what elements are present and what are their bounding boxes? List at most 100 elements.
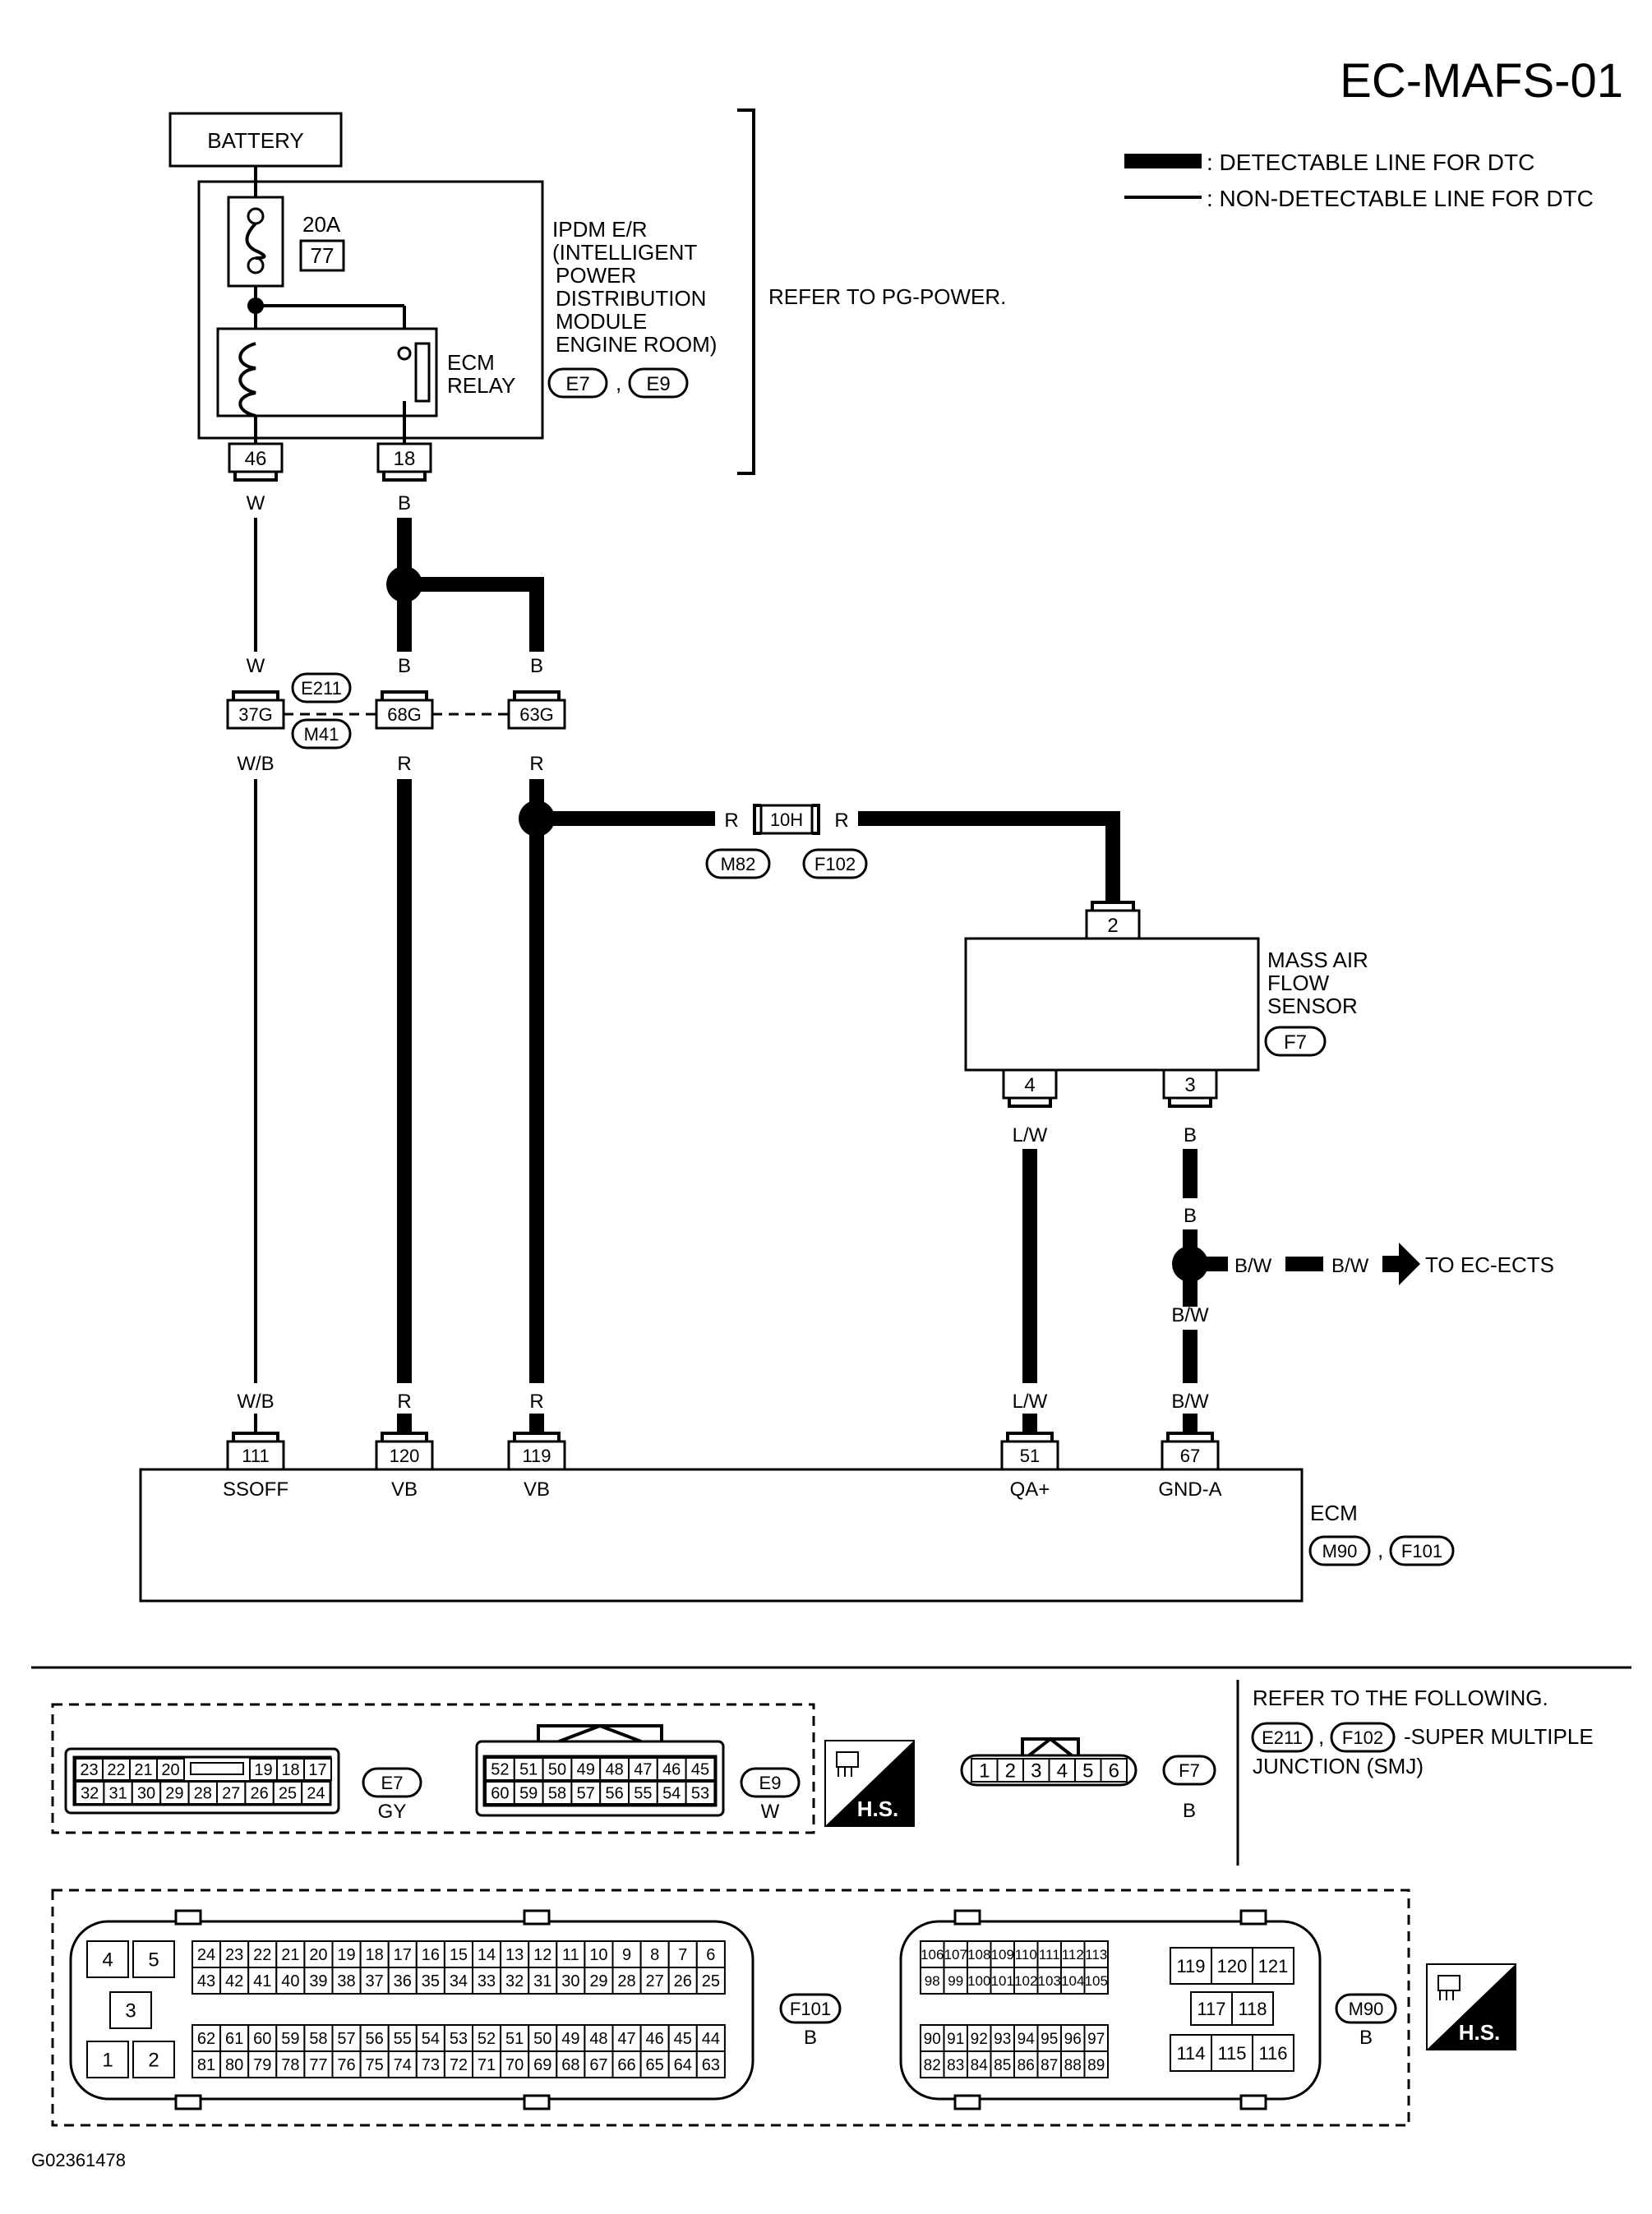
f101-color: B [804, 2027, 817, 2049]
connector-pin-number: 103 [1038, 1973, 1061, 1989]
refer-conn2: F102 [1342, 1727, 1383, 1748]
maf-conn: F7 [1284, 1031, 1307, 1054]
connector-pin-cell [472, 1967, 502, 1995]
ipdm-conn2: E9 [646, 373, 670, 395]
connector-pin-number: 119 [1176, 1956, 1205, 1976]
connector-pin-number: 27 [646, 1972, 664, 1990]
connector-pin-number: 22 [107, 1761, 125, 1779]
connector-pin-number: 60 [253, 2030, 271, 2048]
connector-pin-number: 98 [925, 1973, 940, 1989]
pin-68g: 68G [375, 690, 434, 730]
ecm-term-111: SSOFF [223, 1478, 288, 1501]
connector-pin-number: 8 [650, 1946, 659, 1964]
connector-pin-number: 107 [944, 1947, 967, 1963]
ecm-conn1: M90 [1322, 1541, 1358, 1561]
connector-pin-number: 120 [1217, 1956, 1248, 1976]
connector-pin-number: 109 [991, 1947, 1014, 1963]
connector-pin-number: 113 [1085, 1947, 1107, 1963]
connector-pin-cell [1083, 1967, 1109, 1995]
connector-pin-number: 118 [1238, 1999, 1267, 2019]
connector-pin-number: 27 [222, 1785, 240, 1803]
refer-following-line3: JUNCTION (SMJ) [1253, 1754, 1424, 1778]
connector-pin-cell [387, 1940, 418, 1968]
ecm-conn1-badge [1308, 1535, 1371, 1566]
legend-detectable: : DETECTABLE LINE FOR DTC [1207, 150, 1534, 175]
wire-label: B/W [1171, 1304, 1209, 1326]
connector-pin-cell [556, 1967, 586, 1995]
connector-pin-number: 14 [478, 1946, 496, 1964]
connector-pin-cell [443, 2050, 474, 2078]
connector-pin-number: 52 [491, 1761, 509, 1779]
connector-pin-number: 26 [674, 1972, 692, 1990]
connector-pin-cell [528, 2024, 558, 2052]
connector-pin-cell [943, 1967, 968, 1995]
connector-pin-cell [695, 2050, 726, 2078]
battery-label: BATTERY [207, 128, 304, 153]
pin-46: 46 [228, 442, 284, 482]
connector-pin-number: 59 [281, 2030, 299, 2048]
pin-3: 3 [1162, 1068, 1218, 1108]
connector-pin-number: 13 [505, 1946, 524, 1964]
connector-pin-cell [415, 1940, 445, 1968]
connector-pin-number: 74 [394, 2056, 412, 2074]
connector-pin-number: 39 [309, 1972, 327, 1990]
connector-pin-number: 10 [589, 1946, 607, 1964]
connector-pin-cell [109, 1991, 152, 2029]
connector-pin-number: 18 [366, 1946, 384, 1964]
svg-text:18: 18 [394, 448, 416, 470]
connector-pin-number: 21 [134, 1761, 152, 1779]
connector-pin-number: 56 [605, 1785, 623, 1803]
connector-pin-cell [1048, 1758, 1076, 1783]
wire-label: B/W [1331, 1255, 1369, 1277]
connector-pin-cell [1100, 1758, 1128, 1783]
connector-pin-cell [1013, 2050, 1039, 2078]
pin-10h: 10H [753, 804, 820, 835]
e7-id: E7 [381, 1773, 404, 1793]
connector-pin-number: 21 [281, 1946, 299, 1964]
connector-pin-number: 20 [309, 1946, 327, 1964]
wire-label: B/W [1171, 1391, 1209, 1413]
connector-pin-cell [1170, 1947, 1212, 1985]
pin-119: 119 [507, 1432, 566, 1471]
wire-label: R [397, 753, 411, 775]
fuse-number: 77 [311, 243, 335, 268]
conn-f102-badge [802, 848, 868, 879]
maf-line3: SENSOR [1267, 994, 1358, 1018]
connector-pin-number: 17 [394, 1946, 412, 1964]
connector-pin-cell [656, 1757, 687, 1781]
connector-pin-number: 2 [1005, 1760, 1016, 1783]
arrow-right-icon [1382, 1243, 1420, 1285]
connector-pin-cell [990, 1967, 1015, 1995]
connector-pin-cell [86, 1940, 129, 1978]
connector-pin-cell [656, 1781, 687, 1805]
m90-badge [1335, 1993, 1397, 2024]
maf-line1: MASS AIR [1267, 948, 1368, 972]
page-title: EC-MAFS-01 [1340, 54, 1623, 108]
connector-pin-number: 66 [617, 2056, 635, 2074]
pin-18: 18 [376, 442, 432, 482]
connector-pin-number: 22 [253, 1946, 271, 1964]
to-ec-ects: TO EC-ECTS [1425, 1252, 1554, 1277]
connector-pin-number: 26 [250, 1785, 268, 1803]
ecm-term-120: VB [391, 1478, 418, 1501]
wire-label: W [247, 655, 265, 677]
connector-pin-cell [611, 1967, 642, 1995]
m90-color: B [1359, 2027, 1373, 2049]
connector-pin-number: 57 [337, 2030, 355, 2048]
connector-pin-cell [216, 1781, 247, 1805]
fuse-rating: 20A [302, 212, 341, 237]
connector-pin-cell [192, 2050, 222, 2078]
ipdm-conn1: E7 [565, 373, 589, 395]
connector-pin-cell [443, 1967, 474, 1995]
connector-pin-number: 7 [678, 1946, 687, 1964]
connector-pin-number: 62 [197, 2030, 215, 2048]
connector-pin-cell [1211, 2034, 1253, 2072]
connector-pin-number: 61 [225, 2030, 243, 2048]
wire-label: L/W [1013, 1124, 1048, 1146]
connector-key-slot [190, 1762, 244, 1775]
connector-pin-cell [1036, 2024, 1062, 2052]
connector-pin-cell [500, 1967, 530, 1995]
